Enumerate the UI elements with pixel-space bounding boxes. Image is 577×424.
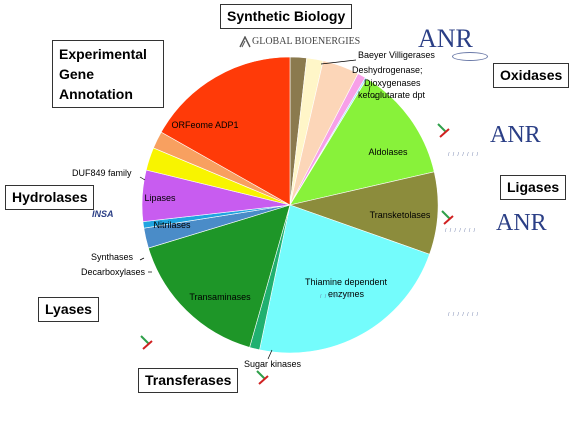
- category-lyases: Lyases: [38, 297, 99, 322]
- pie-slice-transketolases: [288, 171, 439, 255]
- slice-label: Decarboxylases: [81, 267, 146, 277]
- category-transferases: Transferases: [138, 368, 239, 393]
- leader-line: [320, 59, 357, 65]
- anr-logo-mid: ANR: [490, 122, 541, 148]
- global-bioenergies-text: GLOBAL BIOENERGIES: [252, 36, 361, 47]
- slice-label: Nitrilases: [153, 220, 191, 230]
- decorative-texture: / / / / / / /: [445, 228, 477, 234]
- leader-line: [139, 257, 145, 261]
- lab-icon: [437, 123, 450, 138]
- leader-line: [139, 176, 146, 181]
- slice-label: ORFeome ADP1: [171, 120, 238, 130]
- pie-slice-transaminases: [148, 204, 291, 348]
- slice-label: Dioxygenases: [364, 78, 421, 88]
- insa-text: INSA: [92, 209, 114, 219]
- slice-label: Synthases: [91, 252, 134, 262]
- anr-logo-top-swoosh: [452, 52, 488, 61]
- slice-label: DUF849 family: [72, 168, 132, 178]
- category-experimental-gene-annotation: Experimental Gene Annotation: [52, 40, 164, 108]
- slice-label: Lipases: [144, 193, 176, 203]
- slice-label: Transketolases: [370, 210, 431, 220]
- slice-label: Deshydrogenase;: [352, 65, 423, 75]
- lab-icon: [140, 335, 153, 350]
- pie-slice-thiamine-dependent-enzymes: [259, 204, 430, 354]
- leader-line: [267, 349, 273, 360]
- anr-logo-low: ANR: [496, 210, 547, 236]
- slice-label: ketoglutarate dpt: [358, 90, 426, 100]
- category-synthetic-biology: Synthetic Biology: [220, 4, 353, 29]
- category-ligases: Ligases: [500, 175, 567, 200]
- anr-logo-top: ANR: [418, 24, 473, 53]
- pie-slice-orfeome-adp1: [160, 56, 291, 206]
- category-oxidases: Oxidases: [493, 63, 570, 88]
- insa-logo: INSA: [92, 209, 114, 219]
- decorative-texture: / / / / / / /: [448, 312, 480, 318]
- slice-label: Baeyer Villigerases: [358, 50, 435, 60]
- leader-line: [372, 95, 377, 99]
- slice-label: Sugar kinases: [244, 359, 302, 369]
- decorative-texture: / / / / / / /: [448, 152, 480, 158]
- category-hydrolases: Hydrolases: [5, 185, 95, 210]
- decorative-texture: / / / / / / /: [320, 294, 352, 300]
- pie-slice-aldolases: [289, 78, 435, 206]
- leader-line: [368, 85, 371, 93]
- slice-label: Transaminases: [189, 292, 251, 302]
- lab-icon: [441, 210, 454, 225]
- slice-label: Aldolases: [368, 147, 408, 157]
- lab-icon: [256, 370, 269, 385]
